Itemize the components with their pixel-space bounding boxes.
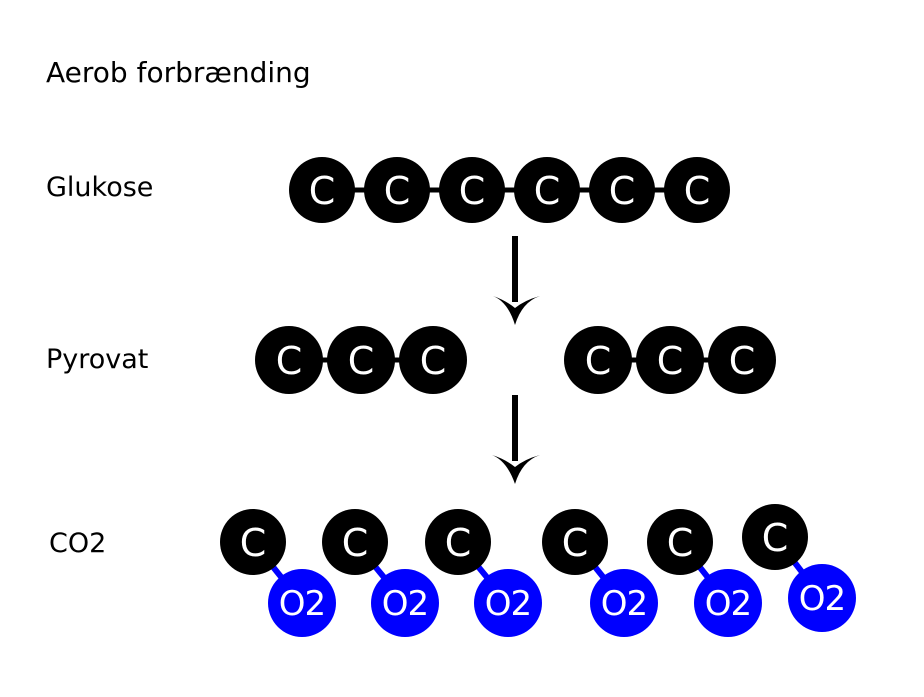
carbon-atom-circle bbox=[425, 509, 491, 575]
carbon-atom-label: C bbox=[420, 339, 447, 383]
co2-molecule: CO2 bbox=[742, 504, 856, 632]
carbon-atom: C bbox=[322, 509, 388, 575]
carbon-atom-circle bbox=[636, 326, 704, 394]
carbon-atom-label: C bbox=[240, 521, 267, 565]
carbon-atom: C bbox=[742, 504, 808, 570]
carbon-atom-circle bbox=[589, 157, 655, 223]
co2-molecule: C O2 bbox=[220, 509, 336, 637]
carbon-atom-circle bbox=[399, 326, 467, 394]
carbon-atom-label: C bbox=[585, 339, 612, 383]
co2-molecule: C O2 bbox=[425, 509, 542, 637]
carbon-atom-circle bbox=[564, 326, 632, 394]
co2-molecule: C O2 bbox=[322, 509, 439, 637]
carbon-atom-circle bbox=[664, 157, 730, 223]
carbon-atom-circle bbox=[255, 326, 323, 394]
carbon-atom-label: C bbox=[445, 521, 472, 565]
row-label-glukose: Glukose bbox=[46, 172, 153, 203]
carbon-atom: C bbox=[399, 326, 467, 394]
carbon-atom-circle bbox=[542, 509, 608, 575]
carbon-atom-circle bbox=[647, 509, 713, 575]
carbon-atom-circle bbox=[708, 326, 776, 394]
carbon-atom: C bbox=[564, 326, 632, 394]
oxygen-atom-label: O2 bbox=[382, 584, 428, 624]
row-label-pyrovat: Pyrovat bbox=[46, 344, 148, 375]
carbon-atom: C bbox=[425, 509, 491, 575]
carbon-atom-label: C bbox=[342, 521, 369, 565]
oxygen-atom-circle bbox=[788, 564, 856, 632]
carbon-atom-label: C bbox=[729, 339, 756, 383]
carbon-atom-label: C bbox=[534, 169, 561, 213]
diagram-title: Aerob forbrænding bbox=[46, 56, 311, 89]
carbon-atom-circle bbox=[742, 504, 808, 570]
oxygen-atom-circle bbox=[590, 569, 658, 637]
carbon-atom-label: C bbox=[309, 169, 336, 213]
co2-molecule: C O2 bbox=[542, 509, 658, 637]
oxygen-atom-label: O2 bbox=[485, 584, 531, 624]
carbon-atom: C bbox=[589, 157, 655, 223]
carbon-atom: C bbox=[636, 326, 704, 394]
carbon-atom: C bbox=[364, 157, 430, 223]
oxygen-atom-circle bbox=[268, 569, 336, 637]
carbon-atom-label: C bbox=[348, 339, 375, 383]
carbon-atom-label: C bbox=[684, 169, 711, 213]
carbon-atom: C bbox=[289, 157, 355, 223]
carbon-atom-label: C bbox=[667, 521, 694, 565]
carbon-atom: C bbox=[220, 509, 286, 575]
oxygen-atom-label: O2 bbox=[705, 584, 751, 624]
carbon-atom-circle bbox=[439, 157, 505, 223]
carbon-atom-label: C bbox=[657, 339, 684, 383]
carbon-atom-label: C bbox=[459, 169, 486, 213]
oxygen-atom-label: O2 bbox=[799, 579, 845, 619]
carbon-atom-label: C bbox=[762, 516, 789, 560]
carbon-atom: C bbox=[327, 326, 395, 394]
oxygen-atom: O2 bbox=[474, 569, 542, 637]
carbon-atom-circle bbox=[327, 326, 395, 394]
oxygen-atom: O2 bbox=[371, 569, 439, 637]
carbon-atom: C bbox=[439, 157, 505, 223]
carbon-atom-label: C bbox=[562, 521, 589, 565]
carbon-atom: C bbox=[255, 326, 323, 394]
carbon-atom-circle bbox=[289, 157, 355, 223]
co2-molecule: C O2 bbox=[647, 509, 762, 637]
carbon-atom: C bbox=[708, 326, 776, 394]
oxygen-atom-circle bbox=[474, 569, 542, 637]
carbon-atom: C bbox=[542, 509, 608, 575]
carbon-atom-label: C bbox=[276, 339, 303, 383]
carbon-atom-circle bbox=[514, 157, 580, 223]
oxygen-atom: O2 bbox=[268, 569, 336, 637]
arrow-down-icon bbox=[492, 395, 540, 484]
carbon-atom-circle bbox=[364, 157, 430, 223]
oxygen-atom-circle bbox=[694, 569, 762, 637]
oxygen-atom: O2 bbox=[590, 569, 658, 637]
arrow-down-icon bbox=[493, 236, 540, 325]
carbon-atom: C bbox=[664, 157, 730, 223]
row-label-co2: CO2 bbox=[49, 528, 106, 559]
oxygen-atom-label: O2 bbox=[279, 584, 325, 624]
carbon-atom: C bbox=[514, 157, 580, 223]
carbon-atom-circle bbox=[322, 509, 388, 575]
carbon-atom-circle bbox=[220, 509, 286, 575]
carbon-atom-label: C bbox=[384, 169, 411, 213]
carbon-atom-label: C bbox=[609, 169, 636, 213]
oxygen-atom-circle bbox=[371, 569, 439, 637]
oxygen-atom-label: O2 bbox=[601, 584, 647, 624]
oxygen-atom: O2 bbox=[694, 569, 762, 637]
oxygen-atom: O2 bbox=[788, 564, 856, 632]
carbon-atom: C bbox=[647, 509, 713, 575]
